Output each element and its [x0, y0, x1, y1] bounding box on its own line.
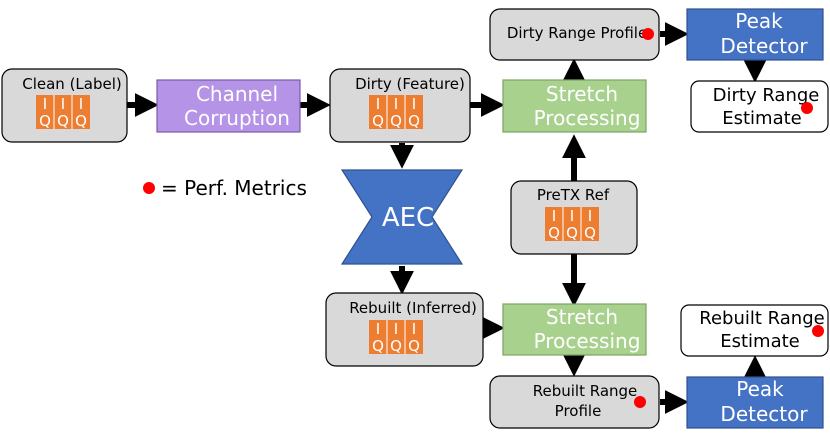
- iq-q-label: Q: [372, 112, 384, 130]
- rebuilt-range-estimate-line1: Rebuilt Range: [699, 308, 824, 329]
- iq-cell-background: [36, 95, 90, 129]
- iq-i-label: I: [552, 207, 556, 225]
- iq-q-label: Q: [584, 224, 596, 242]
- metric-dot: [812, 325, 824, 337]
- iq-i-label: I: [570, 207, 574, 225]
- iq-i-label: I: [61, 95, 65, 113]
- dirty-range-profile-label: Dirty Range Profile: [507, 24, 647, 42]
- iq-i-label: I: [43, 95, 47, 113]
- stretch-bottom-line1: Stretch: [546, 305, 618, 329]
- iq-q-label: Q: [566, 224, 578, 242]
- iq-q-label: Q: [57, 112, 69, 130]
- iq-cell-background: [369, 320, 423, 354]
- channel-line1: Channel: [196, 82, 278, 106]
- metric-dot: [634, 396, 646, 408]
- node-aec: AEC: [340, 169, 464, 265]
- iq-q-label: Q: [408, 112, 420, 130]
- dirty-label: Dirty (Feature): [355, 75, 465, 93]
- dirty-range-estimate-line1: Dirty Range: [713, 85, 820, 106]
- iq-i-label: I: [376, 320, 380, 338]
- rebuilt-label: Rebuilt (Inferred): [349, 299, 477, 317]
- legend-text: = Perf. Metrics: [161, 176, 307, 200]
- node-channel-corruption: Channel Corruption: [156, 79, 301, 133]
- node-peak-bottom: Peak Detector: [686, 376, 824, 429]
- arrows: [127, 22, 767, 414]
- peak-bottom-line2: Detector: [720, 402, 808, 426]
- node-stretch-top: Stretch Processing: [502, 79, 647, 133]
- iq-i-label: I: [588, 207, 592, 225]
- node-dirty-range-estimate: Dirty Range Estimate: [690, 80, 829, 133]
- iq-q-label: Q: [39, 112, 51, 130]
- stretch-bottom-line2: Processing: [534, 329, 641, 353]
- iq-q-label: Q: [408, 337, 420, 355]
- rebuilt-range-profile-line2: Profile: [555, 402, 602, 420]
- rebuilt-range-profile-line1: Rebuilt Range: [533, 382, 638, 400]
- clean-label: Clean (Label): [22, 75, 122, 93]
- stretch-top-line2: Processing: [534, 106, 641, 130]
- stretch-top-line1: Stretch: [546, 82, 618, 106]
- node-peak-top: Peak Detector: [686, 8, 824, 61]
- pretx-label: PreTX Ref: [537, 186, 610, 204]
- iq-i-label: I: [394, 320, 398, 338]
- iq-q-label: Q: [548, 224, 560, 242]
- rebuilt-range-estimate-line2: Estimate: [720, 331, 800, 352]
- node-stretch-bottom: Stretch Processing: [502, 303, 647, 356]
- iq-i-label: I: [412, 320, 416, 338]
- node-rebuilt-range-estimate: Rebuilt Range Estimate: [680, 304, 829, 357]
- iq-cell-background: [545, 207, 599, 241]
- iq-q-label: Q: [372, 337, 384, 355]
- iq-i-label: I: [412, 95, 416, 113]
- iq-q-label: Q: [390, 112, 402, 130]
- iq-i-label: I: [394, 95, 398, 113]
- channel-line2: Corruption: [184, 106, 290, 130]
- peak-top-line1: Peak: [735, 9, 783, 33]
- iq-cell-background: [369, 95, 423, 129]
- dirty-range-estimate-line2: Estimate: [722, 108, 802, 129]
- aec-label: AEC: [382, 203, 434, 233]
- legend-metric-dot: [143, 182, 155, 194]
- node-rebuilt-range-profile: Rebuilt Range Profile: [489, 375, 660, 429]
- metric-dot: [801, 102, 813, 114]
- iq-i-label: I: [376, 95, 380, 113]
- peak-bottom-line1: Peak: [736, 377, 784, 401]
- metric-dot: [642, 28, 654, 40]
- iq-q-label: Q: [390, 337, 402, 355]
- iq-q-label: Q: [75, 112, 87, 130]
- peak-top-line2: Detector: [720, 34, 808, 58]
- legend: = Perf. Metrics: [143, 176, 307, 200]
- iq-i-label: I: [79, 95, 83, 113]
- node-dirty-range-profile: Dirty Range Profile: [489, 8, 660, 61]
